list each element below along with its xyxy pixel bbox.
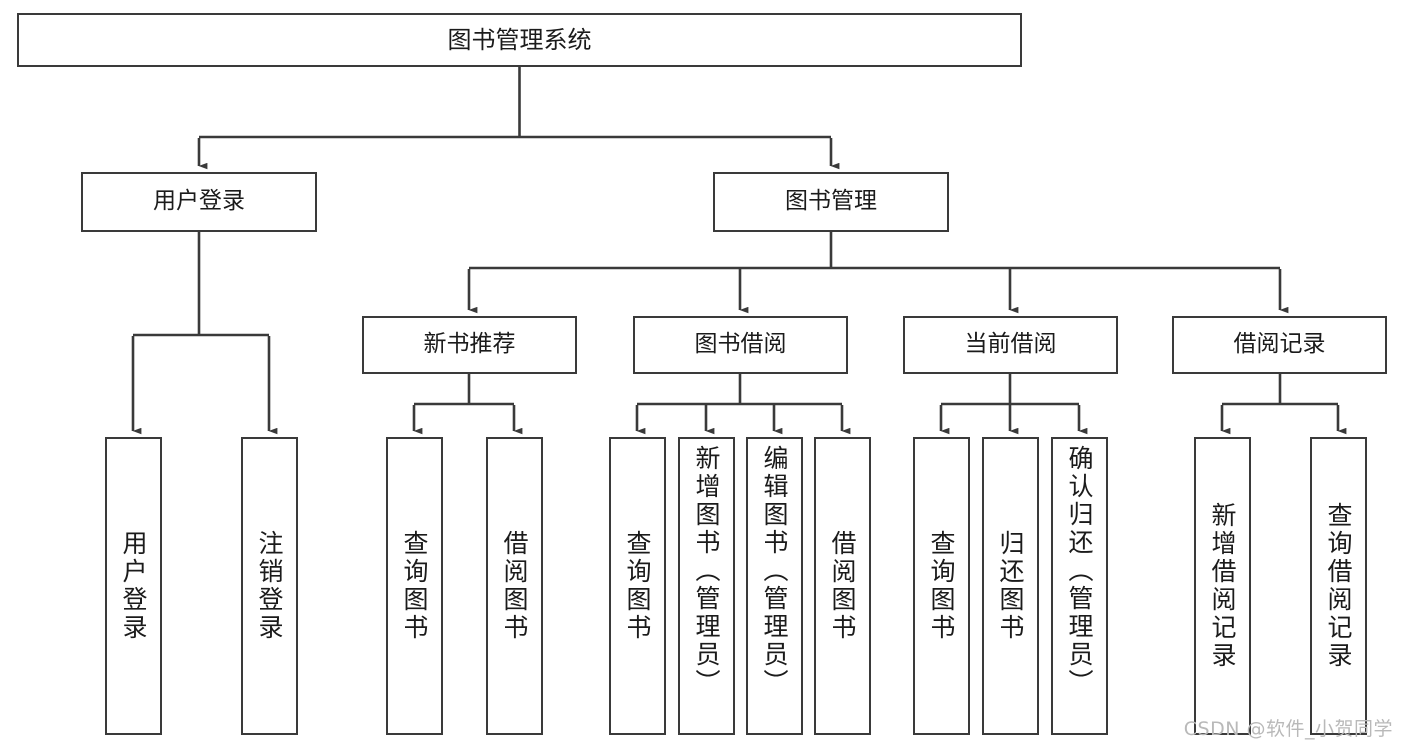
node-label: 编辑图书（管理员） <box>760 445 789 697</box>
node-label: 确认归还（管理员） <box>1065 445 1094 697</box>
leaf-query-book-1[interactable]: 查询图书 <box>386 437 443 735</box>
leaf-edit-book[interactable]: 编辑图书（管理员） <box>746 437 803 735</box>
node-book-manage[interactable]: 图书管理 <box>713 172 949 232</box>
node-label: 图书管理 <box>785 188 877 215</box>
leaf-add-book[interactable]: 新增图书（管理员） <box>678 437 735 735</box>
node-new-book-recommend[interactable]: 新书推荐 <box>362 316 577 374</box>
node-label: 查询图书 <box>400 530 429 642</box>
node-label: 图书管理系统 <box>447 25 592 54</box>
node-borrow-record[interactable]: 借阅记录 <box>1172 316 1387 374</box>
node-root-system[interactable]: 图书管理系统 <box>17 13 1022 67</box>
node-label: 借阅记录 <box>1233 331 1326 358</box>
leaf-borrow-book-2[interactable]: 借阅图书 <box>814 437 871 735</box>
node-label: 查询借阅记录 <box>1324 502 1353 670</box>
leaf-user-login[interactable]: 用户登录 <box>105 437 162 735</box>
node-label: 当前借阅 <box>964 331 1057 358</box>
node-label: 查询图书 <box>927 530 956 642</box>
node-label: 注销登录 <box>255 530 284 642</box>
leaf-confirm-return[interactable]: 确认归还（管理员） <box>1051 437 1108 735</box>
node-label: 新增图书（管理员） <box>692 445 721 697</box>
leaf-logout-login[interactable]: 注销登录 <box>241 437 298 735</box>
leaf-return-book[interactable]: 归还图书 <box>982 437 1039 735</box>
leaf-query-book-2[interactable]: 查询图书 <box>609 437 666 735</box>
node-label: 新书推荐 <box>423 331 516 358</box>
node-label: 归还图书 <box>996 530 1025 642</box>
node-label: 借阅图书 <box>828 530 857 642</box>
node-label: 图书借阅 <box>694 331 787 358</box>
watermark-text: CSDN @软件_小贺同学 <box>1183 718 1393 740</box>
node-book-borrow[interactable]: 图书借阅 <box>633 316 848 374</box>
node-current-borrow[interactable]: 当前借阅 <box>903 316 1118 374</box>
node-label: 查询图书 <box>623 530 652 642</box>
node-label: 借阅图书 <box>500 530 529 642</box>
leaf-borrow-book-1[interactable]: 借阅图书 <box>486 437 543 735</box>
node-label: 用户登录 <box>119 530 148 642</box>
leaf-query-book-3[interactable]: 查询图书 <box>913 437 970 735</box>
node-label: 新增借阅记录 <box>1208 502 1237 670</box>
leaf-query-record[interactable]: 查询借阅记录 <box>1310 437 1367 735</box>
leaf-add-record[interactable]: 新增借阅记录 <box>1194 437 1251 735</box>
node-label: 用户登录 <box>153 188 245 215</box>
node-user-login[interactable]: 用户登录 <box>81 172 317 232</box>
